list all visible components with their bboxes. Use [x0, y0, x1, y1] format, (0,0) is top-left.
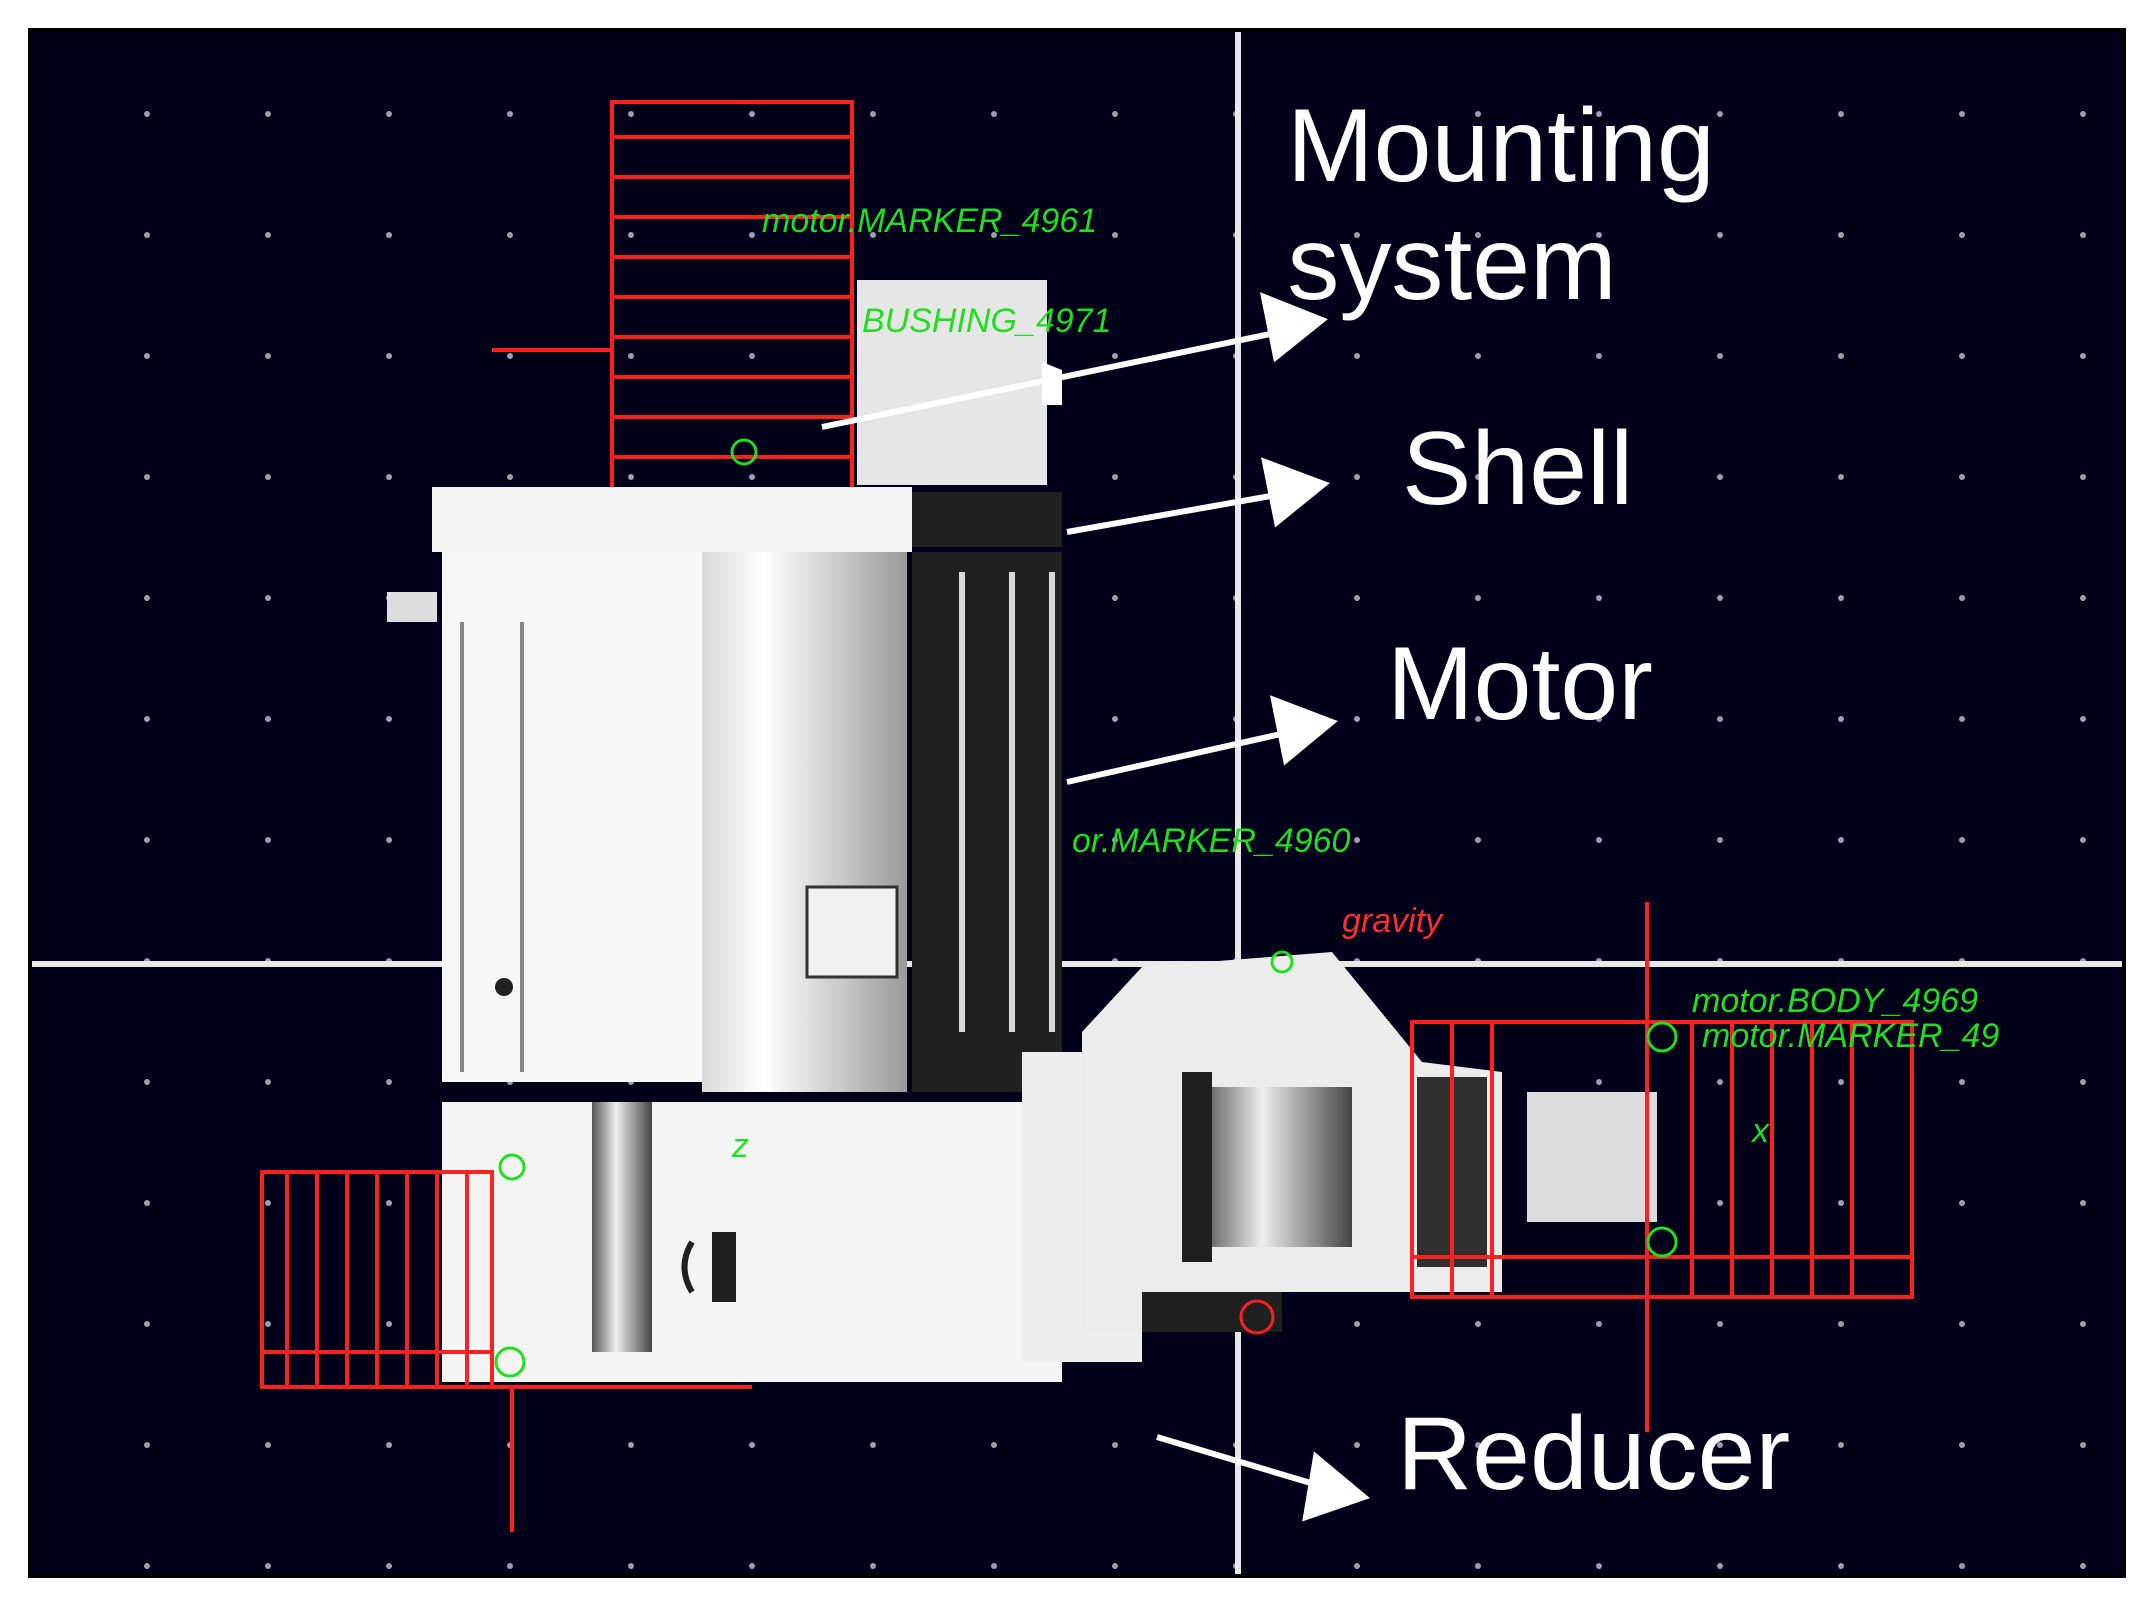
upper-cap-shadow — [912, 492, 1062, 547]
motor-housing-dark — [912, 552, 1062, 1092]
motor-cylinder — [702, 552, 907, 1092]
base-block — [442, 1102, 1062, 1382]
triad-x-label: x — [1750, 1112, 1770, 1150]
marker-label-top: motor.MARKER_4961 — [762, 202, 1097, 240]
viewport: motor.MARKER_4961 BUSHING_4971 or.MARKER… — [28, 28, 2126, 1578]
coupling — [805, 885, 899, 979]
mounting-column — [442, 552, 702, 1082]
scene: motor.MARKER_4961 BUSHING_4971 or.MARKER… — [32, 32, 2122, 1574]
upper-cap — [432, 487, 912, 552]
marker-label-right2: motor.MARKER_49 — [1702, 1017, 1999, 1055]
callout-motor: Motor — [1387, 626, 1653, 742]
callout-mounting-system: Mounting system — [1287, 87, 1715, 323]
bushing-block — [857, 280, 1047, 485]
marker-label-mid: or.MARKER_4960 — [1072, 822, 1351, 860]
callout-shell: Shell — [1402, 411, 1634, 527]
bottom-constraint-frame — [260, 1170, 752, 1532]
triad-z-label: z — [731, 1127, 749, 1165]
bushing-clip — [1042, 362, 1062, 405]
reducer-gear — [1202, 1087, 1352, 1247]
marker-triads — [494, 438, 1678, 1378]
callout-arrows — [821, 292, 1371, 1522]
callout-mounting-line1: Mounting — [1287, 88, 1715, 204]
marker-label-gravity: gravity — [1342, 902, 1444, 940]
marker-label-bushing: BUSHING_4971 — [862, 302, 1111, 340]
marker-label-right1: motor.BODY_4969 — [1692, 982, 1978, 1020]
callout-mounting-line2: system — [1287, 206, 1617, 322]
right-constraint-frame — [1410, 902, 1914, 1432]
callout-reducer: Reducer — [1397, 1396, 1791, 1512]
